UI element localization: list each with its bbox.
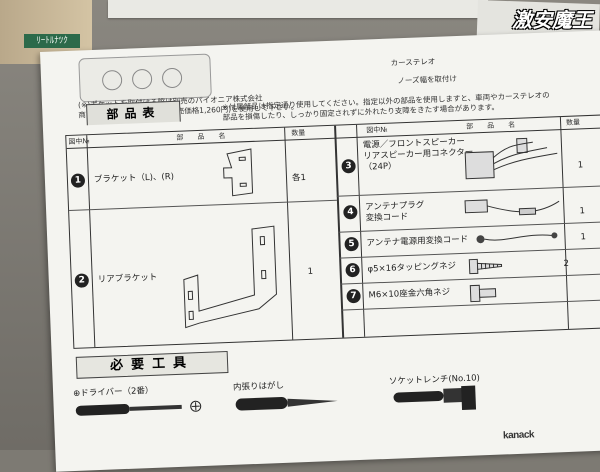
brand-logo: kanack bbox=[502, 429, 535, 442]
item-3-number: 3 bbox=[341, 158, 356, 174]
item-1-number: 1 bbox=[70, 173, 86, 188]
item-2-number: 2 bbox=[74, 273, 90, 288]
item-1-label: ブラケット（L)、(R) bbox=[93, 171, 175, 186]
diagram-label-nose: ノーズ幅を取付け bbox=[397, 74, 458, 86]
item-4-number: 4 bbox=[343, 204, 358, 220]
item-1-qty: 各1 bbox=[291, 172, 307, 184]
item-2-label: リアブラケット bbox=[97, 272, 158, 285]
trim-remover-drawing bbox=[235, 396, 338, 411]
header-no-right: 図中№ bbox=[366, 125, 388, 135]
background-sheet bbox=[108, 0, 488, 18]
item-4-label: アンテナプラグ 変換コード bbox=[365, 200, 425, 224]
item-5-label: アンテナ電源用変換コード bbox=[366, 234, 469, 249]
item-6-label: φ5×16タッピングネジ bbox=[367, 261, 457, 275]
box-stamp: ﾘｰﾄﾙﾅﾂｸ bbox=[24, 34, 80, 48]
socket-wrench-drawing bbox=[393, 385, 477, 411]
header-name-right: 部品名 bbox=[466, 120, 530, 131]
item-7-label: M6×10座金六角ネジ bbox=[368, 287, 451, 301]
item-4-qty: 1 bbox=[579, 206, 586, 217]
connector-harness-drawing bbox=[464, 137, 558, 180]
parts-table-title: 部品表 bbox=[86, 100, 181, 126]
item-5-qty: 1 bbox=[580, 232, 587, 243]
bracket-lr-drawing bbox=[223, 148, 254, 197]
item-3-qty: 1 bbox=[577, 160, 584, 171]
item-6-qty: 2 bbox=[563, 258, 570, 270]
antenna-power-cord-drawing bbox=[476, 232, 558, 244]
header-name: 部品名 bbox=[176, 131, 240, 142]
item-5-number: 5 bbox=[344, 236, 359, 252]
watermark-logo: 激安魔王 bbox=[512, 8, 592, 32]
dashboard-illustration bbox=[78, 53, 212, 103]
item-6-number: 6 bbox=[345, 262, 360, 278]
rear-bracket-drawing bbox=[183, 225, 277, 329]
item-7-number: 7 bbox=[346, 288, 361, 304]
parts-table: 図中№ 部品名 数量 図中№ 部品名 数量 1 ブラケット（L)、(R) 各1 … bbox=[65, 114, 600, 349]
required-tools-title: 必要工具 bbox=[75, 351, 229, 379]
screwdriver-drawing bbox=[75, 400, 202, 416]
tool-2-label: 内張りはがし bbox=[232, 380, 285, 393]
instruction-sheet: (※)ポケットを取付ける際は別売のパイオニア株式会社 商品ポケットAD-378(… bbox=[40, 29, 600, 472]
antenna-plug-drawing bbox=[464, 199, 560, 216]
item-2-qty: 1 bbox=[307, 266, 314, 277]
header-qty-right: 数量 bbox=[565, 118, 581, 127]
diagram-label-stereo: カーステレオ bbox=[390, 56, 436, 68]
header-qty: 数量 bbox=[291, 128, 306, 138]
hex-bolt-drawing bbox=[469, 284, 497, 303]
tapping-screw-drawing bbox=[468, 258, 503, 275]
tool-1-label: ⊕ドライバー（2番） bbox=[72, 385, 154, 399]
